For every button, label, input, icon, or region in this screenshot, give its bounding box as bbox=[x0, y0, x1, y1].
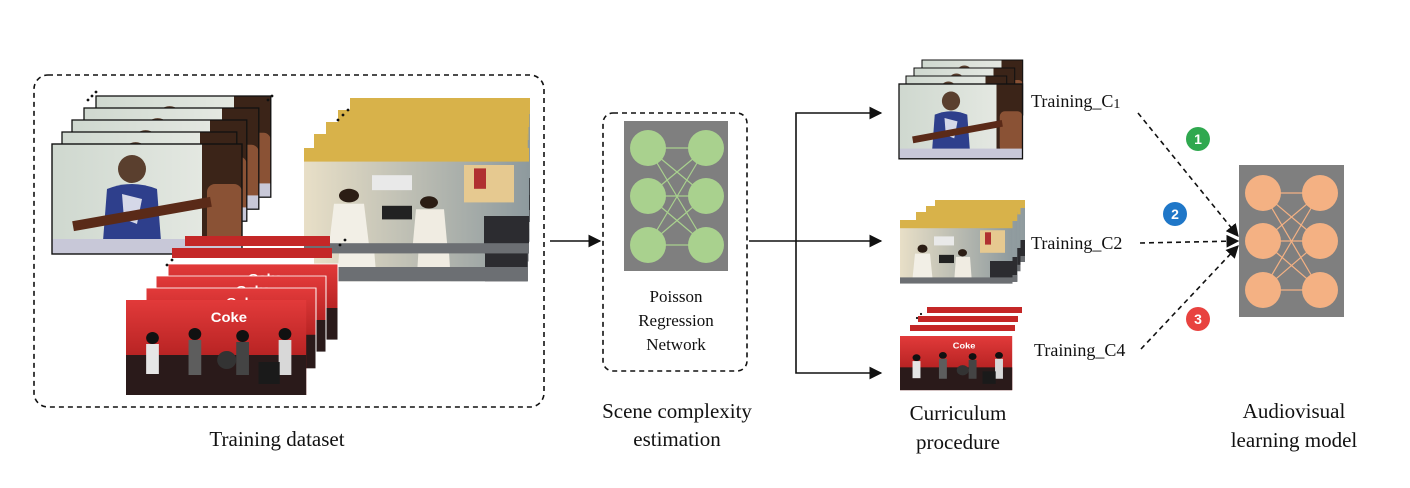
av-model-caption-line2: learning model bbox=[1231, 428, 1358, 452]
av-network-node bbox=[1245, 175, 1281, 211]
training-dataset-caption: Training dataset bbox=[209, 427, 344, 451]
network-label-line3: Network bbox=[646, 335, 706, 354]
step-badge-2: 2 bbox=[1163, 202, 1187, 226]
step-badge-1: 1 bbox=[1186, 127, 1210, 151]
network-node bbox=[630, 227, 666, 263]
training-c2-label: Training_C2 bbox=[1031, 233, 1122, 253]
scene-complexity-caption-line2: estimation bbox=[633, 427, 721, 451]
network-node bbox=[630, 130, 666, 166]
curriculum-stack-c4 bbox=[900, 307, 1022, 391]
network-label-line1: Poisson bbox=[650, 287, 703, 306]
ellipsis-icon bbox=[86, 90, 274, 102]
av-network-node bbox=[1302, 223, 1338, 259]
network-node bbox=[688, 130, 724, 166]
branch-arrows bbox=[749, 106, 883, 380]
ellipsis-icon bbox=[915, 312, 923, 320]
av-network-node bbox=[1302, 272, 1338, 308]
scene-complexity-box bbox=[602, 112, 748, 372]
guitar-video-stack bbox=[51, 90, 274, 255]
ellipsis-icon bbox=[165, 238, 347, 267]
av-model-caption-line1: Audiovisual bbox=[1243, 399, 1346, 423]
curriculum-caption-line2: procedure bbox=[916, 430, 1000, 454]
poisson-regression-network bbox=[624, 121, 728, 271]
ellipsis-icon bbox=[336, 108, 350, 122]
curriculum-stack-c2 bbox=[900, 200, 1025, 284]
svg-text:1: 1 bbox=[1194, 131, 1202, 147]
band-video-stack bbox=[126, 236, 347, 395]
network-node bbox=[630, 178, 666, 214]
svg-text:2: 2 bbox=[1171, 206, 1179, 222]
scene-complexity-caption-line1: Scene complexity bbox=[602, 399, 752, 423]
step-badge-3: 3 bbox=[1186, 307, 1210, 331]
audiovisual-network bbox=[1239, 165, 1344, 317]
network-node bbox=[688, 227, 724, 263]
av-network-node bbox=[1302, 175, 1338, 211]
av-network-node bbox=[1245, 223, 1281, 259]
curriculum-stack-c1 bbox=[898, 59, 1024, 160]
network-node bbox=[688, 178, 724, 214]
training-c1-label: Training_C1 bbox=[1031, 91, 1120, 112]
training-dataset-box bbox=[33, 74, 545, 408]
violin-video-stack bbox=[304, 98, 530, 282]
training-c4-label: Training_C4 bbox=[1034, 340, 1125, 360]
network-label-line2: Regression bbox=[638, 311, 714, 330]
av-network-node bbox=[1245, 272, 1281, 308]
curriculum-caption-line1: Curriculum bbox=[910, 401, 1007, 425]
dashed-arrows bbox=[1137, 112, 1240, 350]
svg-text:3: 3 bbox=[1194, 311, 1202, 327]
